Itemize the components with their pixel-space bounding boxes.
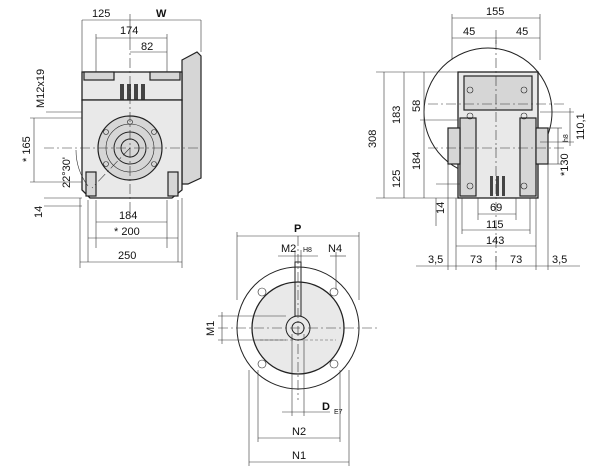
dim-label: 58 xyxy=(411,100,423,112)
dim-label-m1: M1 xyxy=(205,321,217,336)
side-housing-top xyxy=(463,75,533,111)
dim-label: 125 xyxy=(92,8,110,20)
side-shaft-right xyxy=(519,117,537,197)
dim-label: 69 xyxy=(490,202,502,214)
side-shaft-end-left xyxy=(447,127,461,165)
dim-label: * 165 xyxy=(21,136,33,162)
dim-label: 125 xyxy=(391,170,403,188)
dim-label: 184 xyxy=(411,152,423,170)
dim-label-n1: N1 xyxy=(292,450,306,462)
housing-top-lug xyxy=(83,71,115,81)
dim-label: 14 xyxy=(435,202,447,214)
side-shaft-end-right xyxy=(535,127,549,165)
flange-view: P M2 H8 N4 M1 D E7 N2 N1 xyxy=(205,223,378,466)
dim-label: 155 xyxy=(486,6,504,18)
dim-label: 3,5 xyxy=(552,254,567,266)
dim-label: 250 xyxy=(118,250,136,262)
dim-label: 183 xyxy=(391,106,403,124)
dim-label: 115 xyxy=(486,219,504,231)
housing-top-lug xyxy=(149,71,181,81)
tolerance-label: H8 xyxy=(303,247,312,254)
dim-label: 14 xyxy=(33,206,45,218)
side-bolts xyxy=(466,86,528,190)
dim-label: 73 xyxy=(470,254,482,266)
dim-label: 3,5 xyxy=(428,254,443,266)
dim-label: 73 xyxy=(510,254,522,266)
side-fins xyxy=(490,176,505,196)
housing-foot xyxy=(85,171,97,197)
front-view: 125 W 174 82 M12x19 * 165 22°30' 14 184 … xyxy=(21,8,202,268)
dim-label: 82 xyxy=(141,41,153,53)
dim-label: 45 xyxy=(463,26,475,38)
dim-label-p: P xyxy=(294,223,301,235)
housing-foot xyxy=(167,171,179,197)
dim-label: 110,1 xyxy=(575,113,587,140)
dim-label: * 200 xyxy=(114,226,140,238)
dim-label: 308 xyxy=(367,130,379,148)
dim-label: 143 xyxy=(486,235,504,247)
dim-label: 184 xyxy=(119,210,137,222)
side-view: 155 45 45 308 183 58 184 125 14 110,1 *1… xyxy=(367,6,587,270)
dim-label-angle: 22°30' xyxy=(61,157,73,188)
dim-label: *130 xyxy=(559,153,571,176)
dim-label-d: D xyxy=(322,401,330,413)
flange-plate xyxy=(181,51,202,185)
side-shaft-left xyxy=(459,117,477,197)
dim-label: 174 xyxy=(120,25,138,37)
tolerance-label: h8 xyxy=(563,134,570,142)
cooling-fins xyxy=(120,84,145,100)
dim-label-n4: N4 xyxy=(328,243,342,255)
flange-bolt-holes xyxy=(257,287,339,369)
dim-label-n2: N2 xyxy=(292,426,306,438)
tolerance-label: E7 xyxy=(334,409,343,416)
dim-label-w: W xyxy=(156,8,167,20)
dim-label: 45 xyxy=(516,26,528,38)
dim-label-thread: M12x19 xyxy=(35,69,47,108)
dim-label-m2: M2 xyxy=(281,243,296,255)
